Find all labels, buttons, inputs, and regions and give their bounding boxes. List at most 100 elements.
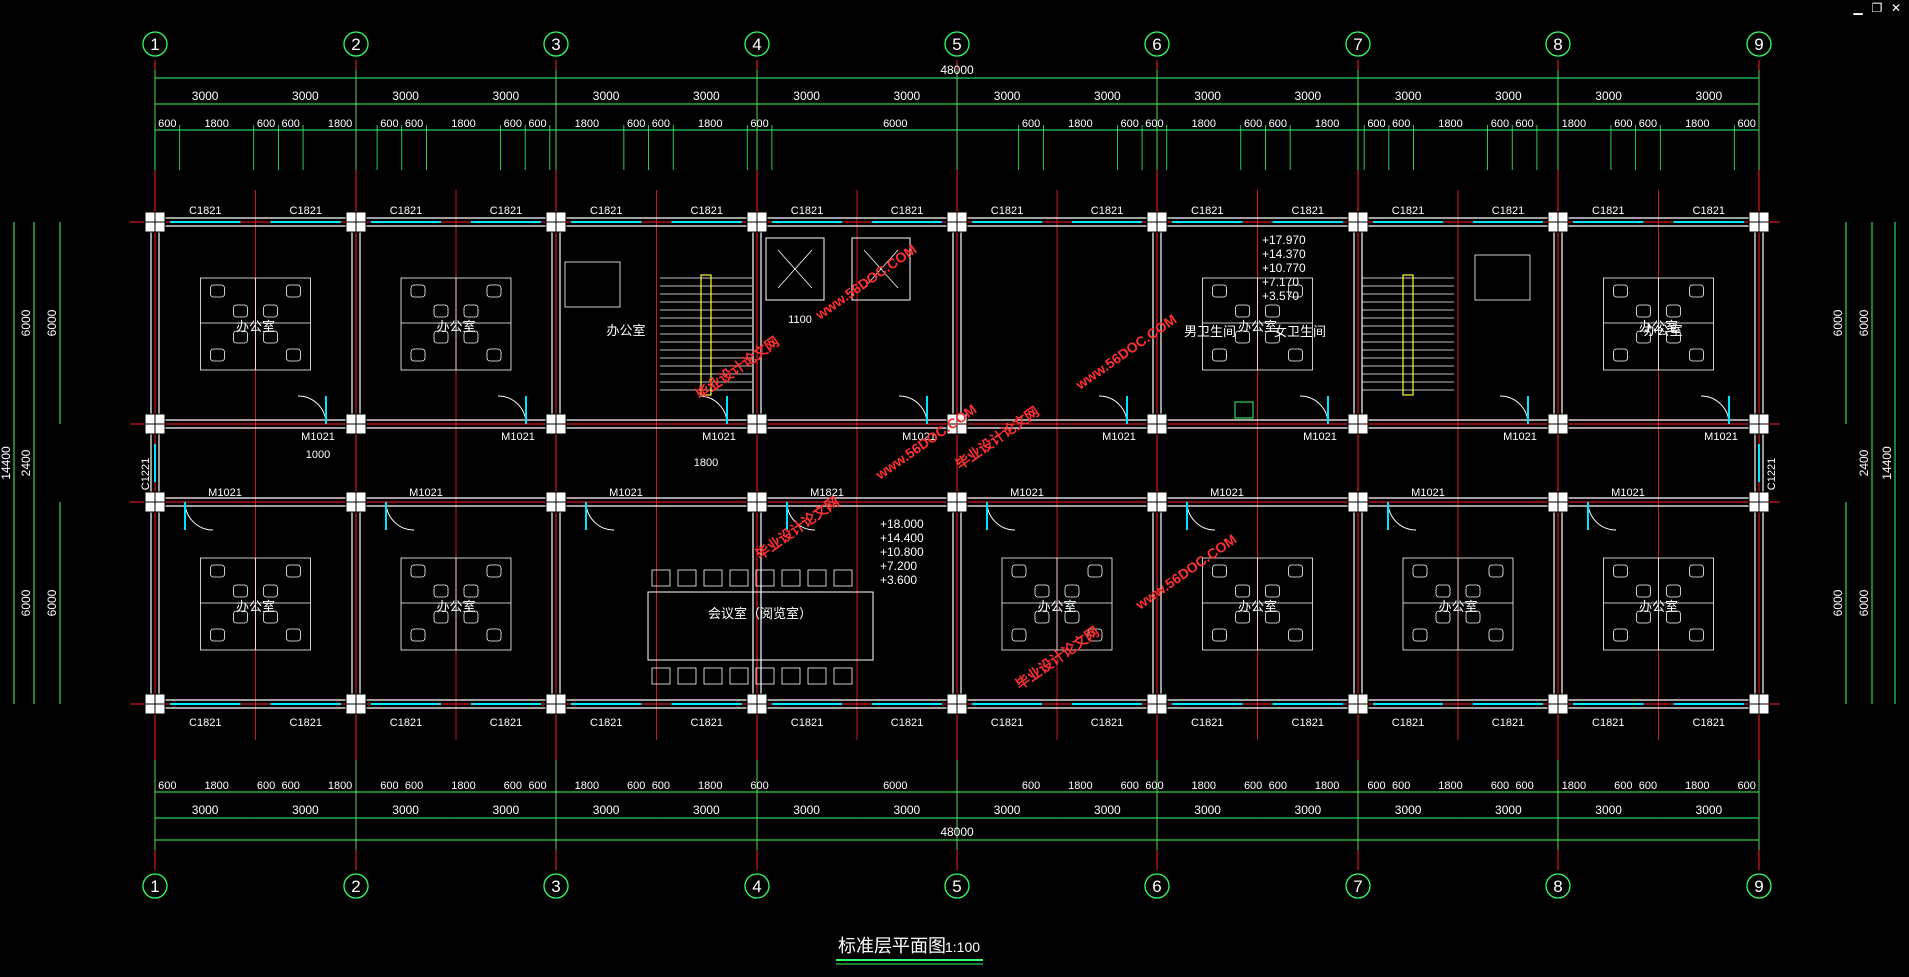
- dim-text: 3000: [1094, 89, 1121, 103]
- dim-text: 600: [1121, 118, 1139, 130]
- dim-text: 1800: [328, 118, 352, 130]
- chair: [1488, 628, 1504, 642]
- chair: [1488, 564, 1504, 578]
- reception-desk: [564, 261, 621, 308]
- chair: [677, 569, 697, 587]
- window-side-label: C1221: [140, 458, 152, 490]
- room-label: 办公室: [1639, 599, 1678, 614]
- elevation-meeting: +14.400: [880, 531, 924, 545]
- dim-text: 3000: [593, 89, 620, 103]
- dim-text: 1800: [328, 780, 352, 792]
- dim-text-v: 2400: [1857, 449, 1871, 476]
- chair: [433, 610, 449, 624]
- chair: [233, 304, 248, 318]
- window-label: C1821: [390, 717, 422, 729]
- chair: [1212, 564, 1227, 578]
- chair: [263, 584, 278, 598]
- chair: [410, 628, 426, 642]
- elevation-wc: +14.370: [1262, 247, 1306, 261]
- watermark-url: www.56DOC.COM: [1132, 531, 1240, 613]
- window-label: C1821: [991, 205, 1023, 217]
- dim-text: 1800: [1192, 780, 1216, 792]
- dim-text: 1800: [1315, 118, 1339, 130]
- axis-bubble: [1144, 31, 1170, 57]
- door-label: M1021: [609, 487, 643, 499]
- restore-icon[interactable]: ❐: [1871, 1, 1883, 15]
- minimize-icon[interactable]: ▁: [1853, 1, 1863, 15]
- dim-text: 3000: [1194, 89, 1221, 103]
- axis-bubble: [343, 31, 369, 57]
- chair: [1636, 610, 1651, 624]
- dim-text: 600: [528, 780, 546, 792]
- door-label: M1021: [1411, 487, 1445, 499]
- chair: [1265, 330, 1280, 344]
- dim-text: 48000: [940, 63, 974, 77]
- chair: [1465, 610, 1481, 624]
- dim-text-v: 6000: [1831, 589, 1845, 616]
- dim-small: 1000: [306, 449, 330, 461]
- dim-text: 3000: [493, 803, 520, 817]
- chair: [1636, 330, 1651, 344]
- axis-bubble: [343, 873, 369, 899]
- chair: [233, 610, 248, 624]
- elevator-x: [777, 249, 813, 289]
- chair: [1613, 564, 1628, 578]
- dim-text: 600: [282, 780, 300, 792]
- dim-text: 3000: [392, 803, 419, 817]
- door-label: M1021: [702, 431, 736, 443]
- axis-label: 3: [551, 35, 560, 54]
- chair: [286, 348, 301, 362]
- dim-text-v: 6000: [45, 589, 59, 616]
- dim-text: 600: [1145, 780, 1163, 792]
- close-icon[interactable]: ✕: [1890, 1, 1902, 15]
- dim-text-v: 6000: [1831, 309, 1845, 336]
- room-label: 办公室: [1643, 323, 1682, 338]
- chair: [1034, 610, 1050, 624]
- chair: [755, 569, 775, 587]
- dim-text: 600: [1515, 780, 1533, 792]
- chair: [433, 330, 449, 344]
- watermark-url: www.56DOC.COM: [1072, 311, 1180, 393]
- chair: [1265, 610, 1280, 624]
- dim-text: 3000: [292, 89, 319, 103]
- dim-text: 1800: [1315, 780, 1339, 792]
- chair: [1689, 628, 1704, 642]
- room-label: 办公室: [236, 319, 275, 334]
- window-label: C1821: [189, 717, 221, 729]
- dim-text: 3000: [793, 89, 820, 103]
- room-label: 办公室: [436, 599, 475, 614]
- dim-text: 3000: [392, 89, 419, 103]
- dim-text: 3000: [894, 89, 921, 103]
- chair: [1011, 564, 1027, 578]
- axis-label: 8: [1553, 35, 1562, 54]
- dim-text: 600: [257, 780, 275, 792]
- chair: [410, 564, 426, 578]
- chair: [1435, 584, 1451, 598]
- elevator-x: [863, 249, 899, 289]
- chair: [263, 330, 278, 344]
- dim-text: 1800: [204, 780, 228, 792]
- dim-text: 1800: [698, 780, 722, 792]
- axis-grid: [130, 31, 1780, 899]
- chair: [1689, 284, 1704, 298]
- dim-text: 600: [257, 118, 275, 130]
- chair: [1613, 628, 1628, 642]
- chair: [703, 667, 723, 685]
- dim-text: 1800: [1685, 118, 1709, 130]
- axis-bubble: [142, 873, 168, 899]
- dim-text: 3000: [1696, 803, 1723, 817]
- chair: [651, 667, 671, 685]
- dim-text: 600: [1639, 118, 1657, 130]
- chair: [1689, 348, 1704, 362]
- dim-text: 600: [652, 780, 670, 792]
- chair: [1288, 348, 1303, 362]
- room-label: 女卫生间: [1274, 324, 1326, 339]
- dim-text: 3000: [1696, 89, 1723, 103]
- dim-text: 600: [627, 780, 645, 792]
- dim-text: 3000: [593, 803, 620, 817]
- axis-bubble: [1746, 31, 1772, 57]
- chair: [1689, 564, 1704, 578]
- dim-text: 3000: [1495, 803, 1522, 817]
- dim-text: 3000: [1395, 89, 1422, 103]
